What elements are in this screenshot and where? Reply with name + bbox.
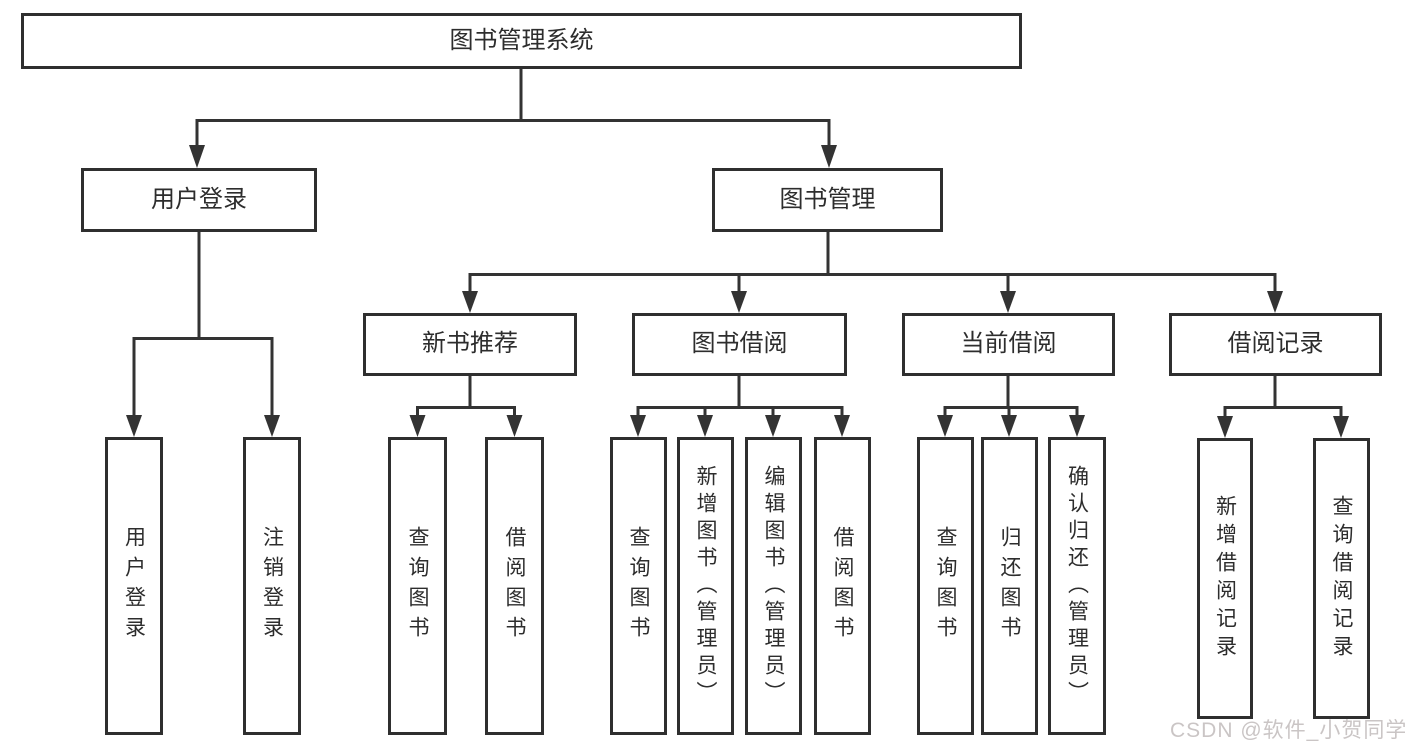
node-new-book-recommend: 新书推荐: [363, 313, 577, 376]
branch-current-borrow: [943, 376, 1079, 420]
leaf-return-books: 归还图书: [981, 437, 1038, 735]
tree-branches: [132, 69, 1343, 421]
leaf-add-borrow-record: 新增借阅记录: [1197, 438, 1253, 719]
leaf-query-books-3: 查询图书: [917, 437, 974, 735]
node-book-management: 图书管理: [712, 168, 943, 232]
arrow-down-icon: [264, 415, 280, 437]
arrow-down-icon: [462, 291, 478, 313]
branch-new-book: [416, 376, 516, 420]
branch-book-mgmt: [468, 232, 1277, 294]
arrow-down-icon: [1000, 291, 1016, 313]
leaf-add-book-admin: 新增图书（管理员）: [677, 437, 734, 735]
branch-user-login: [132, 232, 274, 419]
arrow-down-icon: [506, 415, 523, 437]
branch-borrow-record: [1223, 376, 1343, 421]
node-user-login: 用户登录: [81, 168, 317, 232]
csdn-watermark: CSDN @软件_小贺同学: [1170, 719, 1405, 742]
arrow-down-icon: [409, 415, 426, 437]
node-current-borrowing: 当前借阅: [902, 313, 1115, 376]
arrow-down-icon: [630, 415, 646, 437]
leaf-borrow-books-1: 借阅图书: [485, 437, 544, 735]
arrow-down-icon: [189, 145, 205, 168]
arrow-down-icon: [1001, 415, 1017, 437]
arrow-down-icon: [1333, 416, 1349, 438]
arrow-down-icon: [1217, 416, 1233, 438]
arrow-down-icon: [1267, 291, 1283, 313]
leaf-query-books-2: 查询图书: [610, 437, 667, 735]
leaf-query-books-1: 查询图书: [388, 437, 447, 735]
arrow-down-icon: [937, 415, 953, 437]
branch-root: [195, 69, 831, 148]
arrow-down-icon: [697, 415, 713, 437]
leaf-logout: 注销登录: [243, 437, 301, 735]
node-book-borrowing: 图书借阅: [632, 313, 847, 376]
arrow-down-icon: [765, 415, 781, 437]
arrow-down-icon: [821, 145, 837, 168]
leaf-user-login: 用户登录: [105, 437, 163, 735]
branch-book-borrow: [636, 376, 844, 420]
leaf-query-borrow-record: 查询借阅记录: [1313, 438, 1370, 719]
leaf-confirm-return-admin: 确认归还（管理员）: [1048, 437, 1106, 735]
node-borrowing-records: 借阅记录: [1169, 313, 1382, 376]
arrow-down-icon: [126, 415, 142, 437]
leaf-borrow-books-2: 借阅图书: [814, 437, 871, 735]
node-library-system: 图书管理系统: [21, 13, 1022, 69]
leaf-edit-book-admin: 编辑图书（管理员）: [745, 437, 802, 735]
arrow-down-icon: [834, 415, 850, 437]
arrowheads: [126, 145, 1349, 438]
arrow-down-icon: [731, 291, 747, 313]
arrow-down-icon: [1069, 415, 1085, 437]
